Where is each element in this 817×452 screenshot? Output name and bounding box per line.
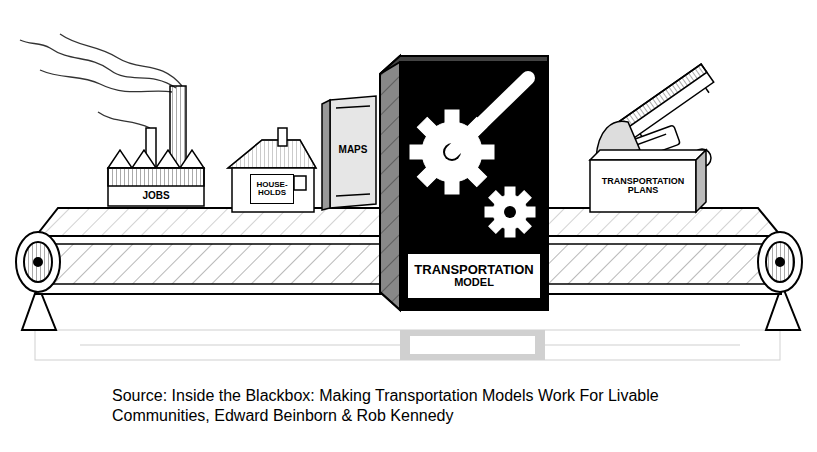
plans-box	[590, 150, 706, 212]
node-text: HOUSE-HOLDS	[253, 181, 291, 198]
black-box-cube	[380, 56, 548, 310]
households-sign: HOUSE-HOLDS	[250, 174, 294, 204]
node-text: TRANSPORTATION	[414, 263, 533, 277]
maps-label: MAPS	[334, 130, 372, 170]
node-text: MODEL	[454, 277, 494, 289]
gear-symbol	[410, 78, 535, 237]
model-plaque: TRANSPORTATIONMODEL	[406, 252, 542, 300]
house	[228, 128, 316, 212]
reflection	[35, 330, 780, 360]
map-book	[322, 96, 376, 210]
plans-label: TRANSPORTATION PLANS	[591, 166, 695, 206]
node-text: JOBS	[142, 191, 169, 202]
jobs-sign: JOBS	[120, 188, 192, 204]
smoke	[20, 34, 182, 128]
factory-building	[108, 86, 204, 206]
source-caption: Source: Inside the Blackbox: Making Tran…	[112, 386, 712, 426]
node-text: TRANSPORTATION PLANS	[593, 177, 693, 196]
node-text: MAPS	[339, 145, 368, 156]
